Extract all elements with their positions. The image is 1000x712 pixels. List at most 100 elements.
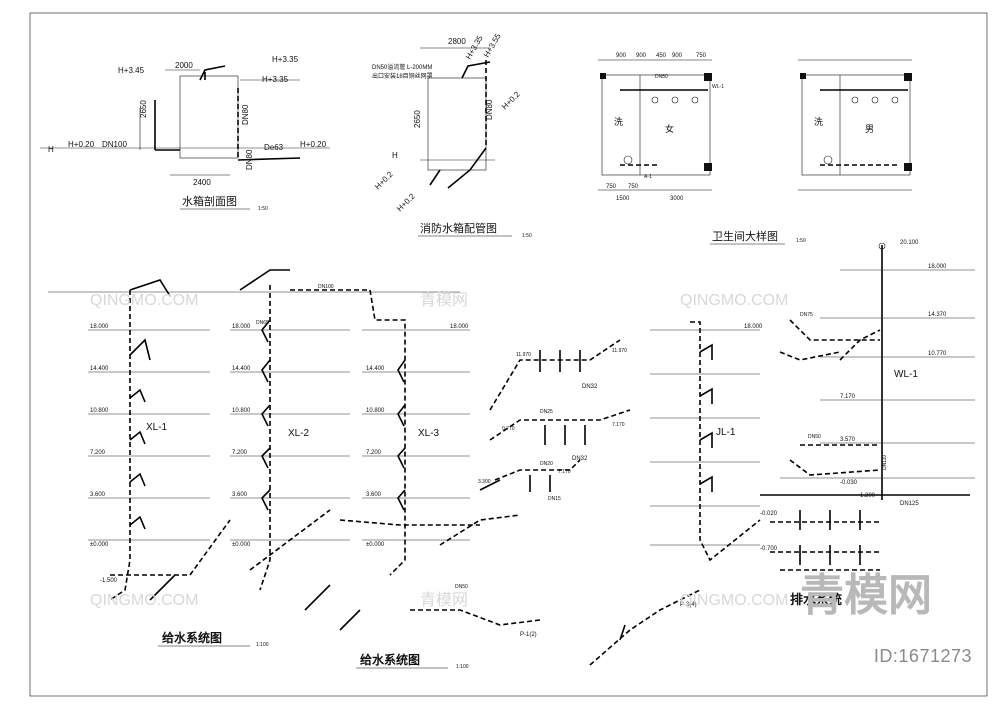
level-18: 18.000: [90, 324, 109, 330]
drain-dn125: DN125: [900, 501, 919, 507]
level-3-c: 3.600: [366, 492, 382, 498]
drain-lv-7170: 7.170: [840, 394, 856, 400]
supply-dn100: DN100: [318, 284, 334, 290]
supply-dn25: DN25: [540, 409, 553, 415]
drain-lv-0700: -0.700: [760, 546, 778, 552]
supply-system-title-2: 给水系统图: [360, 652, 420, 667]
toilet-dim-7: 750: [628, 184, 639, 190]
toilet-dim-2: 900: [636, 53, 647, 59]
toilet-dim-3: 450: [656, 53, 667, 59]
fire-label-9: H+0.2: [373, 169, 395, 191]
supply-dn32: DN32: [582, 384, 598, 390]
fire-label-3: H+3.35: [464, 33, 485, 61]
drain-lv-14370: 14.370: [928, 312, 947, 318]
supply-dn15: DN15: [548, 496, 561, 502]
supply-lv-11970-b: 11.970: [612, 348, 627, 354]
drain-lv-0030: -0.030: [840, 480, 858, 486]
tank-label-3: H+3.35: [272, 55, 299, 64]
riser-xl2: XL-2: [288, 428, 310, 439]
supply-lv-3300: 3.300: [478, 479, 491, 485]
supply-scale-2: 1:100: [456, 664, 469, 670]
drain-lv-3570: 3.570: [840, 437, 856, 443]
wm-qingmo-3: QINGMO.COM: [90, 592, 198, 609]
tank-label-12: 2400: [193, 178, 211, 187]
level-14-b: 14.400: [232, 366, 251, 372]
fire-label-6: 2650: [413, 110, 422, 128]
tank-label-13: H: [48, 145, 54, 154]
fire-label-8: H+0.2: [500, 89, 522, 111]
supply-dn20: DN20: [540, 461, 553, 467]
level-10-c: 10.800: [366, 408, 385, 414]
drain-lv-10770: 10.770: [928, 351, 947, 357]
toilet-room-3: 洗: [814, 116, 823, 127]
tank-label-10: H+0.20: [300, 140, 327, 149]
drain-system-title: 排水系统: [790, 592, 842, 607]
tank-label-1: H+3.45: [118, 66, 145, 75]
tank-section-diagram: H+3.45 2000 H+3.35 H+3.35 2650 DN80 H+0.…: [40, 55, 330, 212]
tank-label-5: 2650: [139, 100, 148, 118]
toilet-misc-2: WL-1: [712, 84, 724, 90]
supply-system-2: 11.970 11.970 DN32 0.770 7.170 DN32 3.30…: [356, 321, 763, 670]
level-3: 3.600: [90, 492, 106, 498]
level-14: 14.400: [90, 366, 109, 372]
toilet-detail-title: 卫生间大样图: [712, 229, 778, 243]
toilet-dim-1: 900: [616, 53, 627, 59]
riser-xl3: XL-3: [418, 428, 440, 439]
toilet-misc-3: A-1: [644, 174, 652, 180]
wm-cn-1: 青模网: [420, 291, 468, 309]
level-neg: -1.500: [100, 578, 118, 584]
supply-p12: P-1(2): [520, 632, 537, 638]
wm-qingmo-1: QINGMO.COM: [90, 292, 198, 309]
level-0-c: ±0.000: [366, 542, 385, 548]
fire-tank-diagram: 2800 H+3.55 H+3.35 DN50溢流管 L-200MM 出口安装1…: [372, 31, 532, 239]
fire-label-11: H: [392, 151, 398, 160]
toilet-dim-8: 1500: [616, 196, 630, 202]
toilet-room-4: 男: [865, 124, 874, 134]
watermark-id-label: ID:1671273: [873, 646, 972, 666]
drain-system: WL-1 20.100 18.000 14.370 10.770 7.170 3…: [760, 240, 975, 607]
level-10-b: 10.800: [232, 408, 251, 414]
drain-lv-20100: 20.100: [900, 240, 919, 246]
level-14-c: 14.400: [366, 366, 385, 372]
tank-label-9: De63: [264, 143, 284, 152]
watermark-layer: QINGMO.COM 青模网 QINGMO.COM QINGMO.COM 青模网…: [90, 291, 932, 620]
supply-lv-7170: 7.170: [612, 422, 625, 428]
supply-p34: P-3(4): [680, 602, 697, 608]
tank-label-11: DN80: [245, 149, 254, 170]
supply-dn65: DN65: [256, 320, 269, 326]
toilet-room-1: 洗: [614, 116, 623, 127]
drain-lv-0020: -0.020: [760, 511, 778, 517]
toilet-misc-1: DN50: [655, 74, 668, 80]
toilet-detail-diagram: 900 900 450 900 750 750 750 1500 3000 洗 …: [598, 53, 912, 245]
supply-lv-1170: 7.170: [558, 469, 571, 475]
toilet-dim-9: 3000: [670, 196, 684, 202]
supply-scale-1: 1:100: [256, 642, 269, 648]
toilet-scale: 1:50: [796, 238, 806, 244]
fire-tank-title: 消防水箱配管图: [420, 221, 497, 235]
fire-label-2: H+3.55: [482, 31, 503, 59]
toilet-dim-5: 750: [696, 53, 707, 59]
fire-label-10: H+0.2: [395, 191, 417, 213]
tank-label-6: DN80: [241, 104, 250, 125]
tank-section-title: 水箱剖面图: [182, 194, 237, 208]
drain-dn75: DN75: [800, 312, 813, 318]
supply-dn32-b: DN32: [572, 456, 588, 462]
level-18-c: 18.000: [450, 324, 469, 330]
fire-scale: 1:50: [522, 233, 532, 239]
toilet-dim-6: 750: [606, 184, 617, 190]
supply-lv-0770: 0.770: [502, 426, 515, 432]
riser-wl1: WL-1: [894, 369, 918, 380]
level-0: ±0.000: [90, 542, 109, 548]
drain-dn50: DN50: [808, 434, 821, 440]
fire-label-1: 2800: [448, 37, 466, 46]
drain-lv-1200: -1.200: [858, 493, 876, 499]
supply-system-1: XL-1 XL-2 XL-3 18.000 14.400 10.800 7.20…: [48, 269, 480, 648]
level-18-b: 18.000: [232, 324, 251, 330]
riser-jl1: JL-1: [716, 427, 736, 438]
drain-dn110: DN110: [882, 455, 888, 470]
level-3-b: 3.600: [232, 492, 248, 498]
fire-label-4: DN50溢流管 L-200MM: [372, 63, 432, 71]
supply-dn50: DN50: [455, 584, 468, 590]
level-7-b: 7.200: [232, 450, 248, 456]
